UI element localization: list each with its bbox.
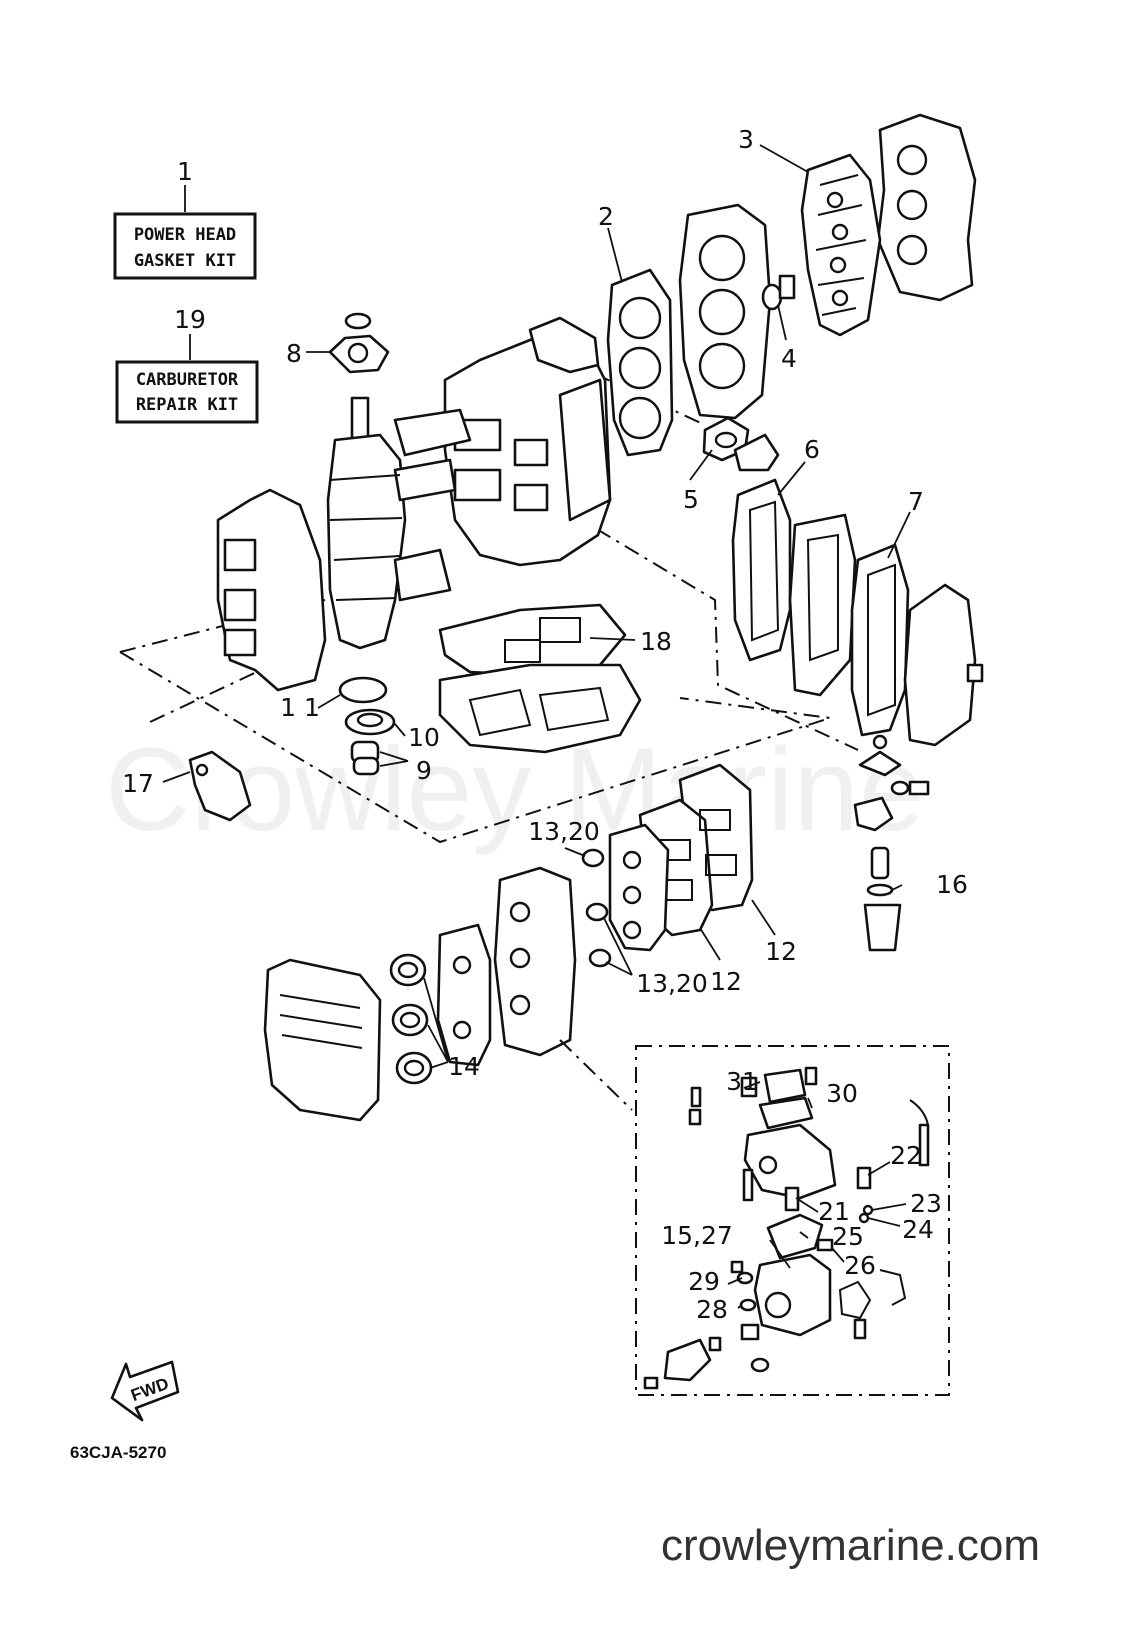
outer-exhaust-gasket [850,543,910,737]
exhaust-gasket [731,478,792,662]
crankshaft [326,396,472,650]
intake-seals [389,953,433,1085]
callout-2: 2 [598,202,614,231]
callout-6: 6 [804,435,820,464]
anode-cover [188,750,252,822]
callout-26: 26 [844,1251,876,1280]
callout-28: 28 [696,1295,728,1324]
diagram-code: 63CJA-5270 [70,1443,166,1462]
oil-seal [344,708,396,736]
callout-30: 30 [826,1079,858,1108]
intake-manifold [493,866,577,1057]
cylinder-head [678,203,772,420]
exhaust-cover [216,488,327,692]
kit-1-line2: GASKET KIT [134,251,236,271]
power-head-gasket-kit-box: POWER HEAD GASKET KIT [113,212,257,280]
callout-29: 29 [688,1267,720,1296]
callout-12b: 12 [765,937,797,966]
callout-10: 10 [408,723,440,752]
callout-8: 8 [286,339,302,368]
callout-11: 1 1 [280,693,320,722]
forward-arrow: FWD [110,1360,180,1422]
spark-plug-washer [761,274,796,311]
kit-1-line1: POWER HEAD [134,225,236,245]
base-gasket [438,603,627,677]
kit-19-line1: CARBURETOR [136,370,239,390]
callout-15-27: 15,27 [661,1221,733,1250]
kit-19-ref: 19 [174,305,206,334]
carburetor-gasket [436,923,492,1067]
kit-1-ref: 1 [177,157,193,186]
callout-4: 4 [781,344,797,373]
callout-25: 25 [832,1222,864,1251]
site-watermark: crowleymarine.com [661,1521,1040,1570]
head-gasket [606,268,674,457]
callout-24: 24 [902,1215,934,1244]
kit-19-line2: REPAIR KIT [136,395,238,415]
inner-exhaust-cover [788,513,857,697]
callout-3: 3 [738,125,754,154]
cylinder-block [443,316,612,567]
fuel-pump-parts [853,734,930,952]
reed-valve-plate [608,823,670,952]
carburetor-exploded [643,1066,930,1390]
clips [581,848,612,968]
oil-seal-plate [328,312,390,374]
o-ring [338,676,388,704]
callout-7: 7 [908,487,924,516]
carburetor-repair-kit-box: CARBURETOR REPAIR KIT [115,360,259,424]
head-cover [876,113,977,302]
callout-9: 9 [416,756,432,785]
callout-17: 17 [122,769,154,798]
callout-18: 18 [640,627,672,656]
callout-12a: 12 [710,967,742,996]
callout-23: 23 [910,1189,942,1218]
intake-silencer [263,958,382,1122]
callout-16: 16 [936,870,968,899]
leader-lines [162,144,911,1309]
callout-22: 22 [890,1141,922,1170]
callout-14: 14 [448,1052,480,1081]
thermostat-gasket [702,416,780,472]
callout-21: 21 [818,1197,850,1226]
callout-31: 31 [726,1067,758,1096]
callout-13-20a: 13,20 [528,817,600,846]
callout-13-20b: 13,20 [636,969,708,998]
head-cover-gasket [800,153,882,337]
outer-exhaust-cover [903,583,984,747]
lower-case [438,663,642,754]
bearings [350,740,380,776]
carburetor-inset [635,1045,950,1396]
callout-5: 5 [683,485,699,514]
